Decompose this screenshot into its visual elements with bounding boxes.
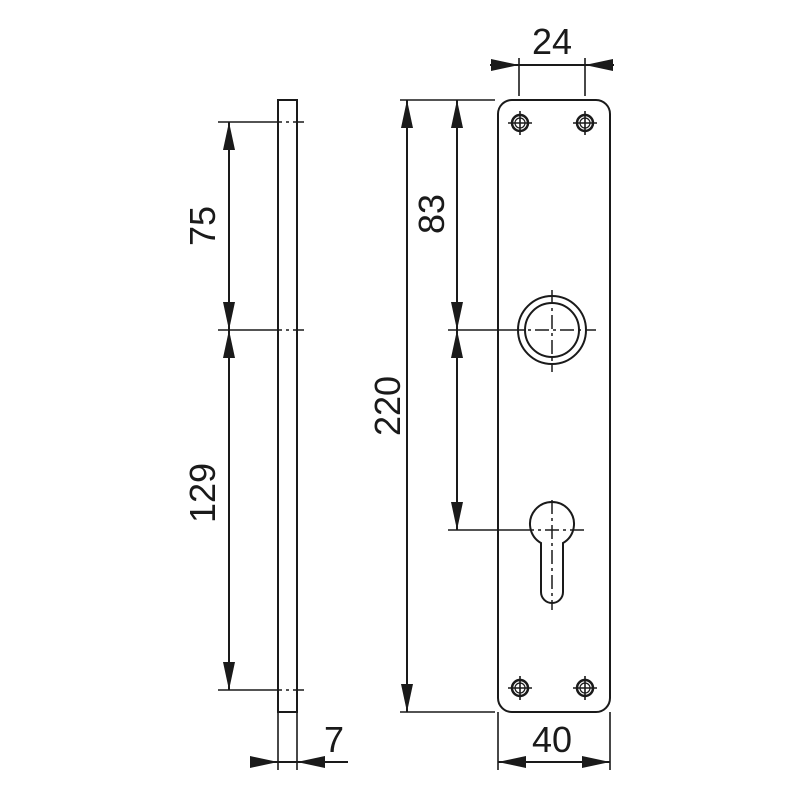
dimension-129: 129 — [182, 330, 235, 690]
dim-label-40: 40 — [532, 719, 572, 760]
dimension-7: 7 — [250, 712, 348, 770]
dimension-24: 24 — [490, 21, 614, 96]
front-plate-outline — [497, 99, 611, 713]
side-plate-outline — [277, 99, 298, 713]
screw-hole-top-left — [508, 111, 532, 135]
dim-label-220: 220 — [367, 376, 408, 436]
screw-hole-bottom-left — [508, 676, 532, 700]
dim-label-75: 75 — [182, 206, 223, 246]
dimension-220: 220 — [367, 100, 413, 712]
dim-label-83: 83 — [411, 194, 452, 234]
front-view: 220 83 24 — [367, 21, 614, 770]
side-view: 75 129 7 — [182, 99, 348, 770]
handle-rosette — [517, 290, 587, 372]
screw-hole-bottom-right — [573, 676, 597, 700]
dim-label-129: 129 — [182, 463, 223, 523]
dimension-handle-to-keyhole — [451, 330, 463, 530]
keyhole — [520, 500, 584, 610]
dim-label-24: 24 — [532, 21, 572, 62]
screw-hole-top-right — [573, 111, 597, 135]
dimension-83: 83 — [411, 100, 463, 330]
dim-label-7: 7 — [324, 719, 344, 760]
dimension-40: 40 — [497, 712, 611, 770]
dimension-75: 75 — [182, 122, 235, 330]
